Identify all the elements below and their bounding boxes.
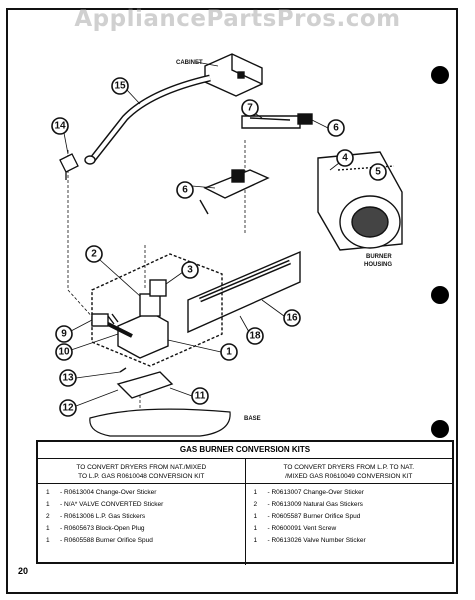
svg-text:5: 5 <box>375 167 381 178</box>
parts-diagram: CABINET BURNER HOUSING <box>51 53 403 437</box>
svg-text:3: 3 <box>187 265 193 276</box>
callout-5: 5 <box>369 163 387 181</box>
binder-hole-top <box>431 66 449 84</box>
callout-2: 2 <box>85 245 103 263</box>
burner-housing <box>317 151 403 251</box>
cabinet-bracket <box>204 53 263 97</box>
burner-tube-panel <box>187 250 301 334</box>
binder-hole-bottom <box>431 420 449 438</box>
label-burner-housing-2: HOUSING <box>364 262 392 268</box>
svg-text:13: 13 <box>62 373 74 384</box>
label-cabinet: CABINET <box>176 60 203 66</box>
callout-9: 9 <box>55 325 73 343</box>
conversion-kits-table: GAS BURNER CONVERSION KITS TO CONVERT DR… <box>36 440 454 565</box>
svg-text:1: 1 <box>226 347 232 358</box>
kit-header-left: TO CONVERT DRYERS FROM NAT./MIXED TO L.P… <box>42 463 241 481</box>
watermark: AppliancePartsPros.com <box>74 6 401 32</box>
svg-text:4: 4 <box>342 153 348 164</box>
kit-column-lp-to-nat: TO CONVERT DRYERS FROM L.P. TO NAT. /MIX… <box>244 459 452 565</box>
kit-header-right-line1: TO CONVERT DRYERS FROM L.P. TO NAT. <box>283 464 414 471</box>
kit-row: 1- R0613007 Change-Over Sticker <box>253 489 364 496</box>
callout-6b: 6 <box>176 181 194 199</box>
svg-text:11: 11 <box>195 391 206 402</box>
page-frame <box>6 8 458 594</box>
mounting-bracket <box>116 367 174 399</box>
callout-4: 4 <box>336 149 354 167</box>
svg-text:16: 16 <box>286 313 298 324</box>
valve-coil <box>91 313 119 327</box>
callout-12: 12 <box>59 399 77 417</box>
svg-text:14: 14 <box>54 121 66 132</box>
kit-row: 1- R0605588 Burner Orifice Spud <box>46 537 153 544</box>
base-plate <box>89 408 231 437</box>
callout-10: 10 <box>55 343 73 361</box>
callout-14: 14 <box>51 117 69 135</box>
callout-18: 18 <box>246 327 264 345</box>
callout-11: 11 <box>191 387 209 405</box>
callout-7: 7 <box>241 99 259 117</box>
igniter-bracket <box>241 113 313 129</box>
kit-header-left-line1: TO CONVERT DRYERS FROM NAT./MIXED <box>76 464 207 471</box>
callout-leaders <box>63 89 340 407</box>
svg-text:7: 7 <box>247 103 253 114</box>
callout-6a: 6 <box>327 119 345 137</box>
kits-title: GAS BURNER CONVERSION KITS <box>38 442 452 459</box>
kit-row: 1- R0613026 Valve Number Sticker <box>253 537 366 544</box>
callout-16: 16 <box>283 309 301 327</box>
callout-15: 15 <box>111 77 129 95</box>
svg-text:9: 9 <box>61 329 67 340</box>
kit-header-right-line2: /MIXED GAS R0610049 CONVERSION KIT <box>285 473 413 480</box>
callout-13: 13 <box>59 369 77 387</box>
svg-text:10: 10 <box>58 347 70 358</box>
gas-valve <box>91 253 223 367</box>
kit-row: 1- R0600091 Vent Screw <box>253 525 337 532</box>
kit-column-nat-to-lp: TO CONVERT DRYERS FROM NAT./MIXED TO L.P… <box>38 459 245 565</box>
label-burner-housing-1: BURNER <box>366 254 392 260</box>
callout-3: 3 <box>181 261 199 279</box>
kit-header-right: TO CONVERT DRYERS FROM L.P. TO NAT. /MIX… <box>250 463 449 481</box>
kit-row: 1- R0605587 Burner Orifice Spud <box>253 513 361 520</box>
svg-text:6: 6 <box>182 185 188 196</box>
svg-text:15: 15 <box>114 81 126 92</box>
kit-row: 1- R0613004 Change-Over Sticker <box>46 489 157 496</box>
kit-header-left-line2: TO L.P. GAS R0610048 CONVERSION KIT <box>78 473 205 480</box>
elbow-fitting <box>59 153 79 180</box>
svg-text:12: 12 <box>62 403 74 414</box>
svg-text:18: 18 <box>249 331 261 342</box>
label-base: BASE <box>244 416 261 422</box>
callout-1: 1 <box>220 343 238 361</box>
svg-text:2: 2 <box>91 249 97 260</box>
gas-supply-tube <box>84 74 211 165</box>
flame-sensor <box>199 169 270 215</box>
page-number: 20 <box>18 566 29 576</box>
binder-hole-middle <box>431 286 449 304</box>
svg-text:6: 6 <box>333 123 339 134</box>
kit-row: 1- R0605673 Block-Open Plug <box>46 525 145 532</box>
kit-row: 2- R0613006 L.P. Gas Stickers <box>46 513 146 520</box>
kit-row: 1- N/A* VALVE CONVERTED Sticker <box>46 501 164 508</box>
kit-row: 2- R0613009 Natural Gas Stickers <box>253 501 363 508</box>
